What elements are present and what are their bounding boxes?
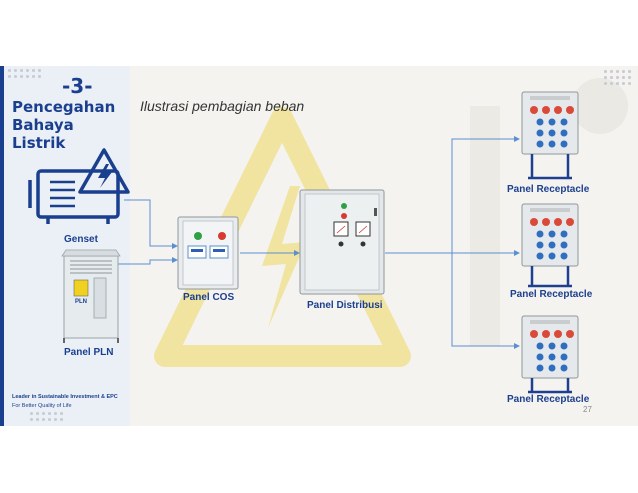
panel-distribusi-cabinet (299, 189, 385, 295)
label-panel-receptacle-2: Panel Receptacle (510, 289, 593, 300)
dot-pattern-top-left (8, 69, 41, 78)
slide-number: -3- (62, 74, 93, 98)
slide-title-line-1: Pencegahan (12, 98, 116, 116)
label-panel-receptacle-1: Panel Receptacle (507, 184, 590, 195)
panel-receptacle-units (521, 91, 579, 394)
label-panel-cos: Panel COS (183, 292, 235, 303)
generator-lightning-icon (28, 148, 130, 224)
pln-badge: PLN (75, 299, 87, 305)
company-subtagline: For Better Quality of Life (12, 403, 72, 409)
dot-pattern-bottom-left (30, 412, 63, 421)
slide: -3- Pencegahan Bahaya Listrik Leader in … (0, 66, 638, 426)
label-panel-pln: Panel PLN (64, 347, 114, 358)
left-accent-bar (0, 66, 4, 426)
panel-receptacle-1 (521, 91, 579, 180)
slide-title-line-3: Listrik (12, 134, 66, 152)
panel-receptacle-3 (521, 315, 579, 394)
slide-title-line-2: Bahaya (12, 116, 74, 134)
dot-pattern-top-right (604, 70, 631, 85)
slide-subtitle: Ilustrasi pembagian beban (140, 98, 305, 114)
panel-receptacle-2 (521, 203, 579, 288)
connector-lines (116, 136, 520, 349)
panel-pln-cabinet (61, 249, 121, 343)
label-genset: Genset (64, 234, 98, 245)
page-number: 27 (583, 405, 592, 414)
company-tagline: Leader in Sustainable Investment & EPC (12, 394, 118, 400)
left-brand-panel (0, 66, 130, 426)
label-panel-distribusi: Panel Distribusi (307, 300, 383, 311)
panel-cos-cabinet (177, 216, 239, 290)
label-panel-receptacle-3: Panel Receptacle (507, 394, 590, 405)
